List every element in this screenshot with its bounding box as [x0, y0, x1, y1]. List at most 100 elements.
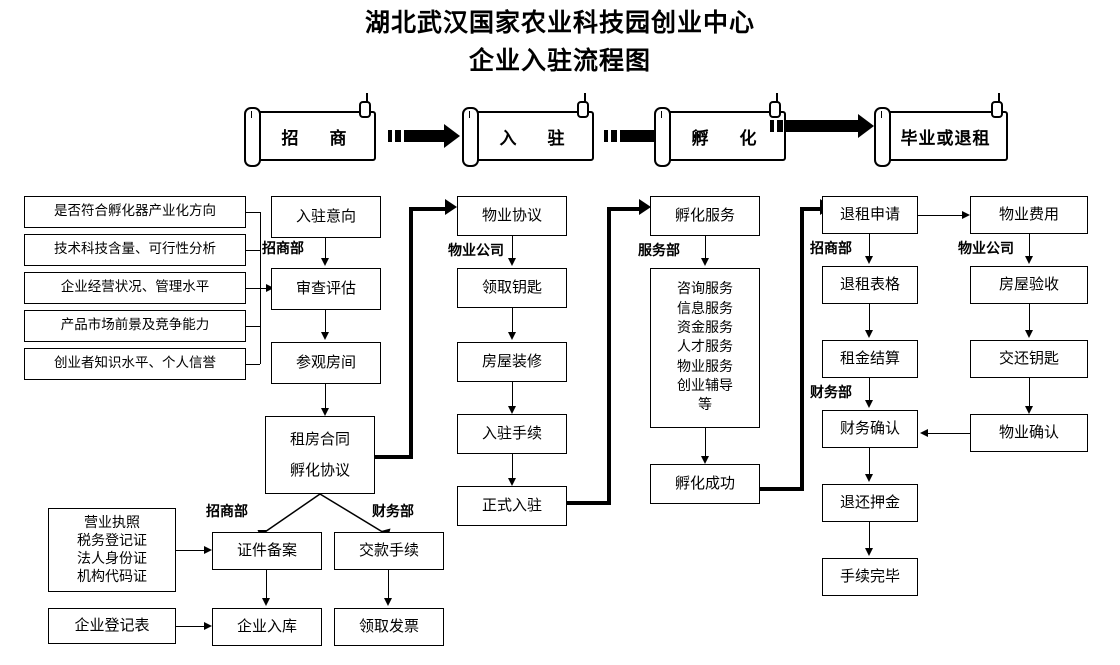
link-renovate-procedures-arrow — [507, 406, 516, 414]
link-items-success — [705, 428, 706, 458]
scroll-paper: 入 驻 — [470, 111, 594, 161]
link-form-settlement-arrow — [864, 330, 873, 338]
dept-label-property-2: 物业公司 — [958, 241, 1014, 257]
box-exit-application: 退租申请 — [822, 196, 918, 234]
box-finance-confirm: 财务确认 — [822, 410, 918, 448]
scroll-roller — [874, 107, 891, 167]
box-review-assessment: 审查评估 — [271, 268, 381, 310]
box-procedures-done: 手续完毕 — [822, 558, 918, 596]
link-keys-renovate-arrow — [507, 332, 516, 340]
box-required-documents: 营业执照 税务登记证 法人身份证 机构代码证 — [48, 508, 176, 592]
link-renovate-procedures — [512, 382, 513, 408]
thick-link-service-arrow — [639, 199, 651, 215]
stage-banner-exit: 毕业或退租 — [870, 93, 1012, 167]
criteria-box-3: 企业经营状况、管理水平 — [24, 272, 246, 304]
criteria-stub-1 — [246, 212, 260, 213]
box-visit-room: 参观房间 — [271, 342, 381, 384]
thick-link-success-right — [760, 487, 804, 491]
link-inspection-returnkeys-arrow — [1024, 330, 1033, 338]
link-intent-review-arrow — [320, 258, 329, 266]
scroll-roller — [462, 107, 479, 167]
link-filing-enterdb-arrow — [261, 598, 270, 606]
thick-link-official-right — [567, 501, 611, 505]
box-property-agreement: 物业协议 — [457, 196, 567, 236]
box-movein-procedures: 入驻手续 — [457, 414, 567, 454]
thick-link-official-to-service — [607, 207, 641, 211]
link-returnkeys-confirm-arrow — [1024, 406, 1033, 414]
scroll-paper: 毕业或退租 — [882, 111, 1008, 161]
link-application-form — [869, 234, 870, 258]
box-incubation-service: 孵化服务 — [650, 196, 760, 236]
scroll-knob — [991, 101, 1003, 118]
link-regform-enterdb — [176, 626, 208, 627]
page-title-line1: 湖北武汉国家农业科技园创业中心 — [364, 8, 755, 37]
scroll-knob-stem — [998, 93, 1000, 105]
link-intent-review — [325, 238, 326, 260]
box-exit-form: 退租表格 — [822, 266, 918, 304]
service-item-6: 创业辅导 — [677, 377, 733, 394]
link-finance-refund-arrow — [864, 474, 873, 482]
criteria-to-review-arrow — [266, 283, 274, 292]
link-refund-done — [869, 522, 870, 550]
link-settlement-finance — [869, 378, 870, 402]
dept-label-property-1: 物业公司 — [448, 243, 504, 259]
link-application-fee — [918, 215, 966, 216]
scroll-paper: 孵 化 — [662, 111, 786, 161]
box-property-fee: 物业费用 — [970, 196, 1088, 234]
scroll-knob-stem — [366, 93, 368, 105]
box-service-items: 咨询服务 信息服务 资金服务 人才服务 物业服务 创业辅导 等 — [650, 268, 760, 428]
link-propertyconfirm-financeconfirm — [928, 433, 970, 434]
link-review-visit-arrow — [320, 332, 329, 340]
incubation-agreement-line2: 孵化协议 — [289, 460, 350, 479]
link-form-settlement — [869, 304, 870, 332]
stage-arrow-3 — [770, 114, 875, 138]
box-registration-form: 企业登记表 — [48, 608, 176, 644]
box-property-confirm: 物业确认 — [970, 414, 1088, 452]
box-enter-database: 企业入库 — [212, 608, 322, 646]
dept-label-finance-2: 财务部 — [372, 504, 414, 520]
link-service-items-arrow — [700, 258, 709, 266]
link-application-fee-arrow — [962, 210, 970, 219]
link-application-form-arrow — [864, 256, 873, 264]
scroll-paper: 招 商 — [252, 111, 376, 161]
link-service-items — [705, 236, 706, 260]
box-document-filing: 证件备案 — [212, 532, 322, 570]
criteria-box-5: 创业者知识水平、个人信誉 — [24, 348, 246, 380]
scroll-knob — [359, 101, 371, 118]
link-visit-contract — [325, 384, 326, 410]
link-items-success-arrow — [700, 456, 709, 464]
scroll-knob-stem — [584, 93, 586, 105]
link-procedures-official — [512, 454, 513, 480]
criteria-stub-2 — [246, 250, 260, 251]
thick-link-success-to-exit — [800, 207, 822, 211]
stage-arrow-1 — [388, 124, 460, 148]
box-return-keys: 交还钥匙 — [970, 340, 1088, 378]
link-propertyconfirm-financeconfirm-arrow — [920, 428, 928, 437]
link-regform-enterdb-arrow — [204, 621, 212, 630]
stage-banner-movein: 入 驻 — [458, 93, 598, 167]
link-inspection-returnkeys — [1029, 304, 1030, 332]
link-settlement-finance-arrow — [864, 400, 873, 408]
link-keys-renovate — [512, 308, 513, 334]
stage-banner-label: 孵 化 — [691, 128, 764, 149]
scroll-roller — [654, 107, 671, 167]
stage-banner-label: 毕业或退租 — [900, 128, 991, 149]
scroll-knob — [769, 101, 781, 118]
dept-label-finance-1: 财务部 — [810, 385, 852, 401]
link-payment-invoice — [388, 570, 389, 600]
box-incubation-success: 孵化成功 — [650, 464, 760, 504]
link-refund-done-arrow — [864, 548, 873, 556]
box-collect-keys: 领取钥匙 — [457, 268, 567, 308]
box-collect-invoice: 领取发票 — [334, 608, 444, 646]
scroll-knob-stem — [776, 93, 778, 105]
service-item-3: 资金服务 — [677, 320, 733, 337]
box-payment-procedures: 交款手续 — [334, 532, 444, 570]
service-item-7: 等 — [698, 397, 712, 414]
link-documents-filing-arrow — [204, 545, 212, 554]
criteria-stub-4 — [246, 326, 260, 327]
stage-banner-label: 入 驻 — [499, 128, 572, 149]
thick-link-official-up — [607, 209, 611, 503]
stage-banner-label: 招 商 — [281, 128, 354, 149]
link-agreement-keys — [512, 236, 513, 260]
